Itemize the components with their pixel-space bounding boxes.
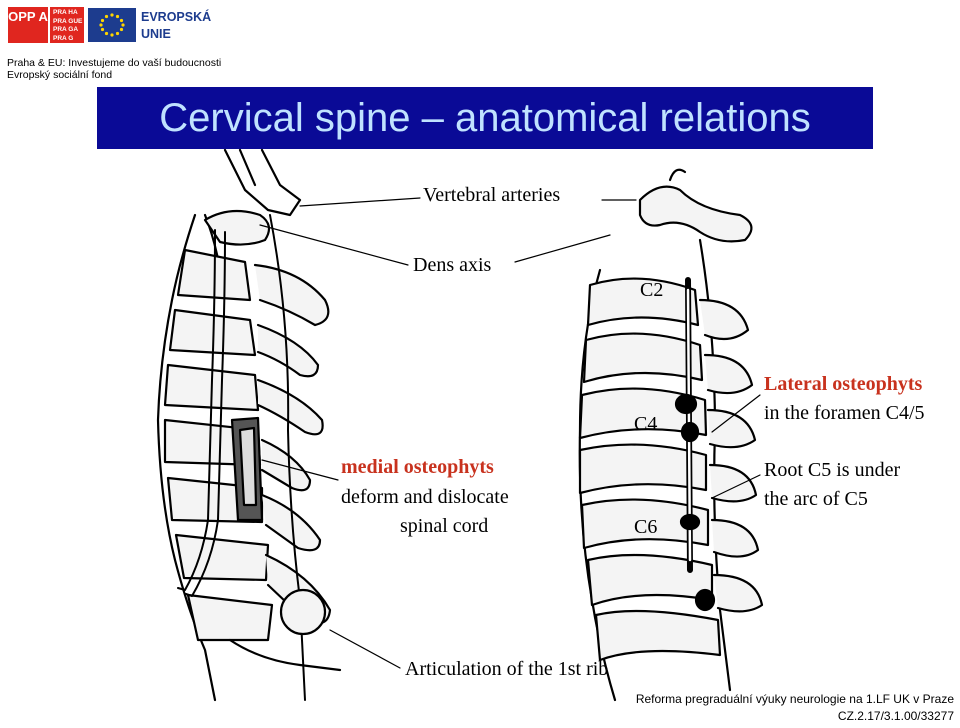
eu-logo-text: EVROPSKÁ UNIE — [141, 10, 212, 41]
label-c4: C4 — [634, 413, 658, 435]
praha-logo: PRA HA PRA GUE PRA GA PRA G — [50, 7, 84, 43]
label-foramen: in the foramen C4/5 — [764, 402, 925, 424]
funding-note: Praha & EU: Investujeme do vaší budoucno… — [7, 57, 221, 81]
label-lateral-osteophyts: Lateral osteophyts — [764, 373, 923, 395]
label-deform-line1: deform and dislocate — [341, 486, 509, 508]
anterior-spine-drawing — [578, 168, 764, 702]
footer-line-2: CZ.2.17/3.1.00/33277 — [837, 709, 954, 723]
footer-line-1: Reforma pregraduální výuky neurologie na… — [635, 692, 954, 706]
leader-lines — [259, 197, 761, 669]
lateral-spine-drawing — [156, 148, 342, 702]
label-c2: C2 — [640, 279, 664, 301]
title-bar — [97, 87, 873, 149]
label-root-line1: Root C5 is under — [764, 459, 901, 481]
label-c6: C6 — [634, 516, 658, 538]
label-dens-axis: Dens axis — [413, 254, 492, 276]
label-deform-line2: spinal cord — [400, 515, 489, 537]
eu-flag-icon — [88, 8, 136, 42]
page-title: Cervical spine – anatomical relations — [159, 96, 811, 140]
funding-line-1: Praha & EU: Investujeme do vaší budoucno… — [7, 57, 222, 69]
label-medial-osteophyts: medial osteophyts — [341, 456, 494, 478]
funding-line-2: Evropský sociální fond — [7, 69, 113, 81]
opp-logo: OPP A — [8, 7, 48, 43]
label-root-line2: the arc of C5 — [764, 488, 868, 510]
label-articulation: Articulation of the 1st rib — [405, 658, 609, 680]
label-vertebral-arteries: Vertebral arteries — [423, 184, 561, 206]
